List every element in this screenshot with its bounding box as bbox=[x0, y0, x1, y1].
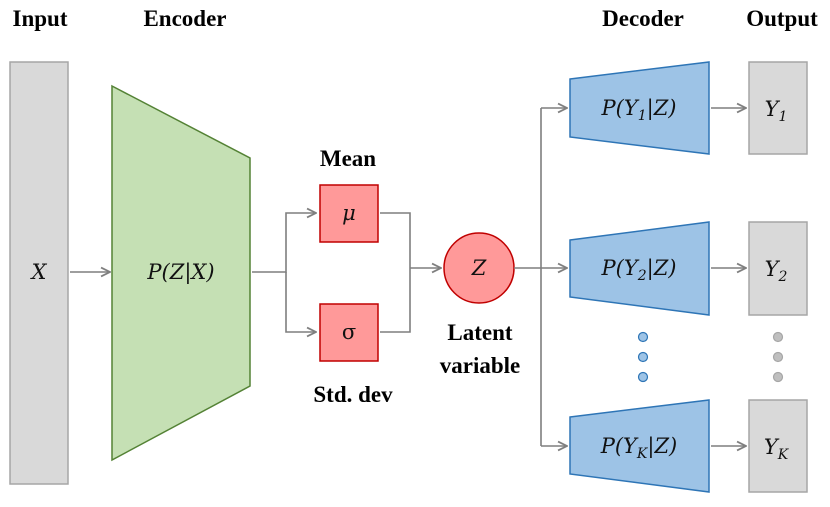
header-encoder: Encoder bbox=[143, 6, 226, 31]
ellipsis-dot-output-2 bbox=[772, 351, 784, 363]
arrow-encoder-mean bbox=[252, 213, 316, 273]
mean-box bbox=[319, 184, 379, 243]
decoder-label-k: P(YK|Z) bbox=[600, 434, 678, 462]
header-decoder: Decoder bbox=[602, 6, 684, 31]
output-label-k: YK bbox=[764, 435, 790, 463]
line-mean-latent bbox=[380, 212, 411, 268]
header-input: Input bbox=[13, 6, 68, 31]
decoder-block-1 bbox=[569, 61, 710, 155]
header-output: Output bbox=[746, 6, 818, 31]
std-box bbox=[319, 303, 379, 362]
std-caption: Std. dev bbox=[313, 382, 393, 407]
arrow-encoder-std bbox=[285, 272, 316, 332]
latent-symbol: Z bbox=[471, 256, 487, 280]
input-label: X bbox=[30, 260, 48, 284]
ellipsis-dot-decoder-2 bbox=[637, 351, 649, 363]
output-box-k bbox=[748, 399, 808, 493]
mean-caption: Mean bbox=[320, 146, 376, 171]
output-label-2: Y2 bbox=[765, 257, 788, 285]
input-block bbox=[9, 61, 69, 485]
decoder-block-k bbox=[569, 399, 710, 493]
std-symbol: σ bbox=[342, 320, 356, 344]
output-box-2 bbox=[748, 221, 808, 316]
encoder-label: P(Z|X) bbox=[146, 260, 214, 285]
decoder-label-1: P(Y1|Z) bbox=[601, 96, 677, 124]
encoder-block bbox=[111, 84, 251, 462]
ellipsis-dot-decoder-3 bbox=[637, 371, 649, 383]
output-box-1 bbox=[748, 61, 808, 155]
decoder-block-2 bbox=[569, 221, 710, 316]
output-label-1: Y1 bbox=[765, 97, 788, 125]
latent-caption-line1: Latent bbox=[447, 320, 513, 345]
ellipsis-dot-decoder-1 bbox=[637, 331, 649, 343]
mean-symbol: μ bbox=[342, 201, 356, 225]
latent-caption-line2: variable bbox=[440, 353, 521, 378]
ellipsis-dot-output-3 bbox=[772, 371, 784, 383]
line-std-latent bbox=[380, 268, 411, 333]
decoder-label-2: P(Y2|Z) bbox=[601, 256, 677, 284]
ellipsis-dot-output-1 bbox=[772, 331, 784, 343]
